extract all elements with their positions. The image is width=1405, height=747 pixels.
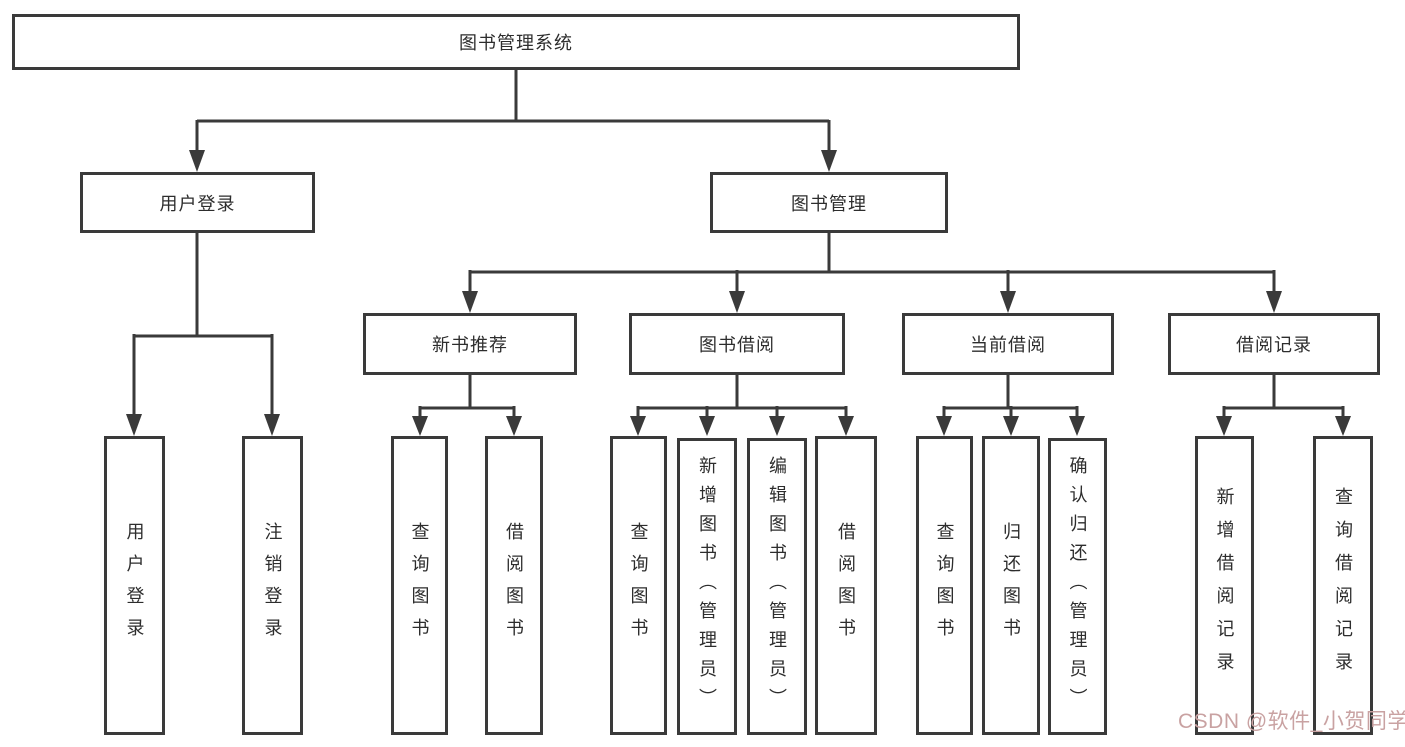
node-root: 图书管理系统 — [12, 14, 1020, 70]
node-br-query-record: 查询借阅记录 — [1313, 436, 1373, 735]
node-user-login: 用户登录 — [104, 436, 165, 735]
node-label: 归还图书 — [1001, 521, 1021, 650]
node-label: 借阅图书 — [504, 521, 524, 650]
node-cb-return-book: 归还图书 — [982, 436, 1040, 735]
node-label: 新增图书（管理员） — [697, 456, 717, 717]
node-label: 新增借阅记录 — [1214, 486, 1235, 685]
node-current-borrow: 当前借阅 — [902, 313, 1114, 375]
node-label: 图书借阅 — [699, 335, 775, 355]
node-bb-edit-book-admin: 编辑图书（管理员） — [747, 438, 807, 735]
node-bb-borrow-book: 借阅图书 — [815, 436, 877, 735]
node-label: 当前借阅 — [970, 335, 1046, 355]
node-label: 确认归还（管理员） — [1067, 456, 1088, 717]
node-borrow-records: 借阅记录 — [1168, 313, 1380, 375]
node-cb-confirm-return-admin: 确认归还（管理员） — [1048, 438, 1107, 735]
node-nb-query-book: 查询图书 — [391, 436, 448, 735]
node-label: 用户登录 — [124, 521, 145, 650]
node-logout: 注销登录 — [242, 436, 303, 735]
node-new-book-recommend: 新书推荐 — [363, 313, 577, 375]
node-label: 图书管理系统 — [459, 33, 573, 53]
node-label: 查询图书 — [409, 521, 430, 650]
node-book-management: 图书管理 — [710, 172, 948, 233]
node-label: 借阅图书 — [836, 521, 856, 650]
node-book-borrow: 图书借阅 — [629, 313, 845, 375]
node-bb-query-book: 查询图书 — [610, 436, 667, 735]
node-label: 新书推荐 — [432, 335, 508, 355]
node-label: 借阅记录 — [1236, 335, 1312, 355]
node-label: 查询借阅记录 — [1333, 486, 1353, 685]
node-bb-add-book-admin: 新增图书（管理员） — [677, 438, 737, 735]
node-label: 注销登录 — [262, 521, 283, 650]
node-cb-query-book: 查询图书 — [916, 436, 973, 735]
watermark: CSDN @软件_小贺同学 — [1178, 710, 1405, 733]
node-label: 查询图书 — [628, 521, 649, 650]
node-label: 编辑图书（管理员） — [767, 456, 787, 717]
node-label: 查询图书 — [934, 521, 955, 650]
arrowhead-group — [126, 150, 1351, 436]
node-nb-borrow-book: 借阅图书 — [485, 436, 543, 735]
node-label: 图书管理 — [791, 193, 867, 214]
node-br-add-record: 新增借阅记录 — [1195, 436, 1254, 735]
node-label: 用户登录 — [159, 193, 236, 214]
node-user-login-group: 用户登录 — [80, 172, 315, 233]
